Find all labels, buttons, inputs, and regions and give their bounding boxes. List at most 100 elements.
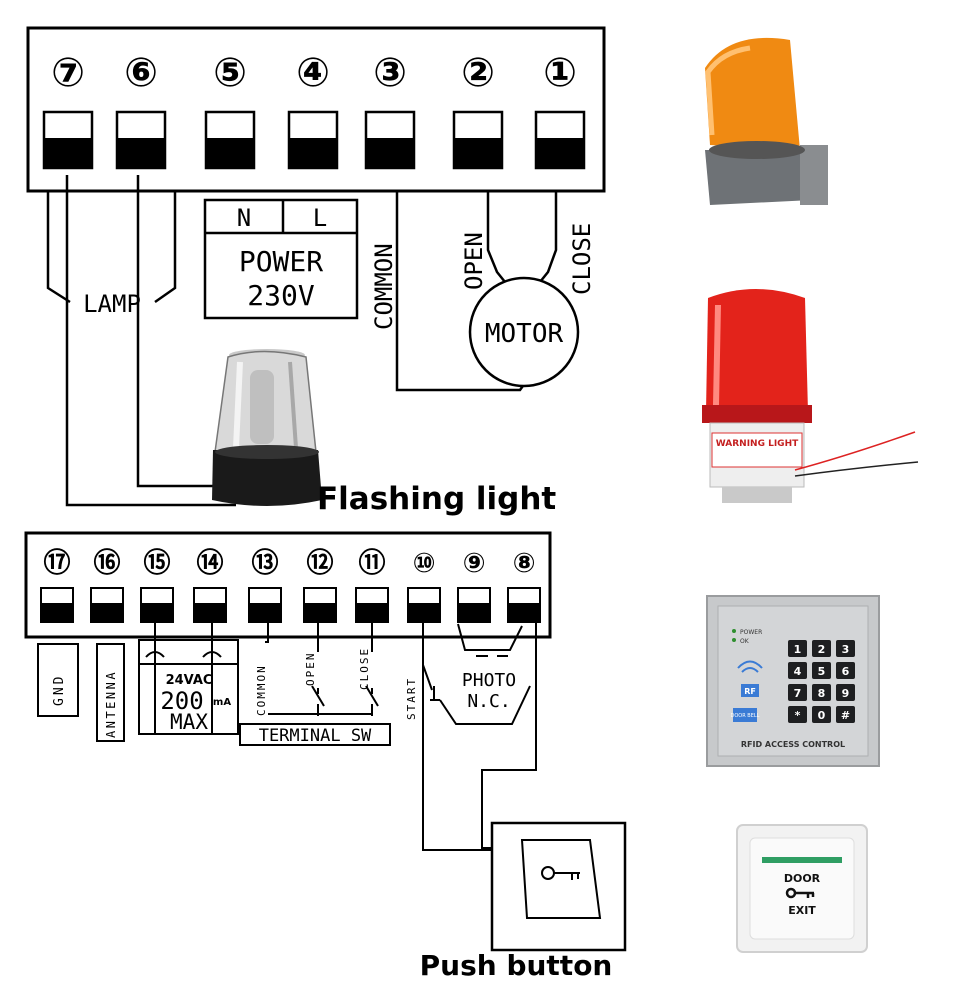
bottom-terminal-number: ⑮ — [144, 547, 171, 579]
keypad-key — [836, 706, 855, 723]
exit-door-label: DOOR — [784, 872, 821, 885]
bottom-terminal-block — [355, 587, 389, 623]
close-label: CLOSE — [568, 223, 596, 295]
exit-key-icon — [785, 887, 815, 899]
top-terminal-number: ③ — [373, 50, 407, 96]
keypad-caption: RFID ACCESS CONTROL — [741, 740, 845, 749]
flashing-light-caption: Flashing light — [317, 481, 556, 517]
keypad-rf-label: RF — [744, 687, 756, 696]
power-l-label: L — [313, 204, 327, 232]
antenna-label: ANTENNA — [104, 670, 118, 738]
supply-voltage-label: 24VAC — [166, 673, 213, 688]
supply-max-label: MAX — [170, 710, 208, 734]
keypad-key-label: 4 — [794, 665, 802, 678]
keypad-key-label: 8 — [818, 687, 826, 700]
flashing-light-image — [212, 349, 322, 506]
open-label: OPEN — [460, 232, 488, 290]
orange-beacon-image — [705, 37, 828, 205]
power-box: N L POWER 230V — [203, 198, 359, 320]
start-photo-wiring — [422, 618, 537, 851]
sw-open-label: OPEN — [304, 652, 317, 687]
keypad-power-label: POWER — [740, 629, 762, 636]
keypad-key — [812, 662, 831, 679]
supply-box: 24VAC 200 mA MAX — [138, 615, 239, 735]
power-label: POWER — [239, 245, 323, 278]
start-label: START — [405, 677, 418, 720]
common-label: COMMON — [370, 243, 398, 330]
top-terminal-block — [42, 110, 94, 170]
sw-close-label: CLOSE — [358, 647, 371, 690]
terminal-sw-box — [239, 723, 391, 746]
top-terminal-block — [534, 110, 586, 170]
motor-symbol: MOTOR — [468, 276, 580, 388]
gnd-label: GND — [52, 674, 67, 706]
bottom-terminal-number: ⑯ — [94, 547, 121, 579]
power-voltage-label: 230V — [247, 279, 315, 312]
keypad-ok-label: OK — [740, 638, 750, 645]
keypad-key — [836, 662, 855, 679]
terminal-switch-wiring — [265, 618, 379, 716]
top-terminal-block — [287, 110, 339, 170]
key-icon — [541, 866, 580, 880]
bottom-terminal-number: ⑩ — [413, 548, 436, 579]
top-terminal-block — [452, 110, 504, 170]
keypad-key-label: 3 — [842, 643, 850, 656]
bottom-terminal-block — [407, 587, 441, 623]
push-button-plate — [490, 821, 627, 952]
keypad-key — [788, 706, 807, 723]
rf-icon — [737, 660, 763, 673]
top-terminal-block — [204, 110, 256, 170]
keypad-key-label: 1 — [794, 643, 802, 656]
keypad-key — [836, 684, 855, 701]
bottom-terminal-block — [140, 587, 174, 623]
keypad-key — [788, 684, 807, 701]
power-n-label: N — [237, 204, 251, 232]
bottom-terminal-block — [457, 587, 491, 623]
keypad-key — [788, 640, 807, 657]
keypad-key-label: 5 — [818, 665, 826, 678]
keypad-key-label: # — [841, 709, 850, 722]
keypad-key-label: * — [795, 709, 801, 722]
keypad-doorbell-label: DOOR BELL — [731, 713, 760, 719]
keypad-key-label: 6 — [842, 665, 850, 678]
push-button-caption: Push button — [420, 949, 613, 982]
bottom-terminal-block — [507, 587, 541, 623]
supply-current-value: 200 — [160, 687, 203, 715]
keypad-key — [812, 706, 831, 723]
top-terminal-number: ⑦ — [51, 50, 85, 96]
warning-light-label: WARNING LIGHT — [716, 439, 799, 449]
bottom-terminal-number: ⑨ — [463, 548, 486, 579]
red-warning-light-image: WARNING LIGHT — [702, 289, 919, 503]
top-terminal-number: ⑥ — [124, 50, 158, 96]
top-terminal-number: ④ — [296, 50, 330, 96]
lamp-label: LAMP — [83, 290, 141, 318]
top-terminal-number: ② — [461, 50, 495, 96]
exit-button-image: DOOR EXIT — [736, 824, 868, 953]
terminal-sw-label: TERMINAL SW — [259, 726, 372, 746]
bottom-terminal-number: ⑪ — [359, 547, 386, 579]
gnd-box: GND — [37, 643, 79, 717]
antenna-box: ANTENNA — [96, 643, 125, 742]
exit-exit-label: EXIT — [788, 904, 816, 917]
bottom-terminal-block — [303, 587, 337, 623]
top-terminal-block — [364, 110, 416, 170]
bottom-terminal-number: ⑬ — [252, 547, 279, 579]
photo-nc-label: N.C. — [467, 691, 510, 712]
keypad-key-label: 2 — [818, 643, 826, 656]
photo-label: PHOTO — [462, 670, 516, 691]
sw-common-label: COMMON — [255, 664, 268, 716]
bottom-terminal-number: ⑫ — [307, 547, 334, 579]
keypad-key — [788, 662, 807, 679]
bottom-terminal-number: ⑰ — [44, 547, 71, 579]
bottom-terminal-number: ⑭ — [197, 547, 224, 579]
keypad-key-label: 0 — [818, 709, 826, 722]
supply-current-unit: mA — [213, 697, 231, 708]
bottom-terminal-block — [40, 587, 74, 623]
